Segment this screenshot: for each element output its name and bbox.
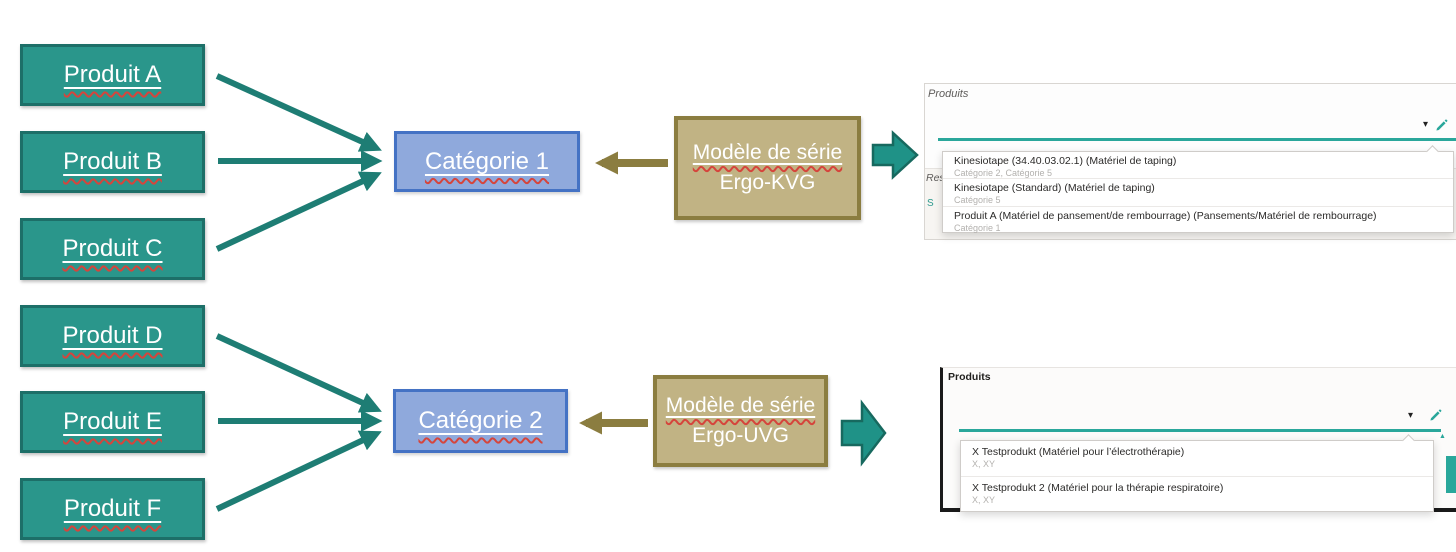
product-label: Produit C	[62, 235, 163, 262]
hidden-content-fragment: S	[927, 198, 934, 209]
spellcheck-underline: Catégorie 2	[418, 407, 542, 435]
product-label: Produit A	[63, 61, 162, 88]
product-label: Produit F	[63, 495, 162, 522]
arrow-produit-d	[215, 333, 382, 413]
model-label-line1: Modèle de série	[665, 393, 816, 417]
product-box-c: Produit C	[20, 218, 205, 280]
option-title: Kinesiotape (34.40.03.02.1) (Matériel de…	[954, 155, 1177, 167]
option-title: Kinesiotape (Standard) (Matériel de tapi…	[954, 182, 1155, 195]
product-label: Produit B	[63, 148, 162, 175]
model-box-ergo-kvg: Modèle de série Ergo-KVG	[674, 116, 861, 220]
spellcheck-underline: Produit F	[64, 495, 161, 523]
product-box-f: Produit F	[20, 478, 205, 540]
produits-field-label: Produits	[948, 371, 991, 383]
category-label: Catégorie 2	[418, 407, 543, 434]
block-arrow-to-panel2	[840, 399, 887, 467]
product-box-e: Produit E	[20, 391, 205, 453]
option-subtitle: Catégorie 5	[954, 195, 1001, 206]
produits-dropdown-1: Kinesiotape (34.40.03.02.1) (Matériel de…	[942, 145, 1454, 234]
block-arrow-to-panel1	[871, 130, 919, 180]
option-subtitle: Catégorie 2, Catégorie 5	[954, 168, 1053, 178]
product-to-category-arrows	[215, 73, 383, 512]
model-to-category-arrows	[579, 151, 668, 435]
category-box-1: Catégorie 1	[394, 131, 580, 192]
produits-input-underline-1[interactable]	[938, 138, 1456, 141]
produits-dropdown-2: X Testprodukt (Matériel pour l’électroth…	[960, 434, 1434, 513]
spellcheck-underline: Produit A	[64, 61, 161, 89]
dropdown-option[interactable]: Produit A (Matériel de pansement/de remb…	[943, 207, 1453, 234]
edit-pencil-icon[interactable]	[1434, 117, 1448, 131]
option-title: X Testprodukt (Matériel pour l’électroth…	[972, 446, 1185, 458]
model-box-ergo-uvg: Modèle de série Ergo-UVG	[653, 375, 828, 467]
arrow-produit-c	[215, 171, 382, 252]
arrow-produit-f	[215, 430, 382, 512]
option-subtitle: Catégorie 1	[954, 222, 1001, 233]
scroll-up-icon[interactable]: ▲	[1439, 433, 1446, 440]
spellcheck-underline: Produit D	[62, 322, 162, 350]
option-subtitle: X, XY	[972, 495, 996, 505]
spellcheck-underline: Produit C	[62, 235, 162, 263]
product-label: Produit E	[63, 408, 162, 435]
category-label: Catégorie 1	[424, 147, 550, 175]
product-box-a: Produit A	[20, 44, 205, 106]
product-box-b: Produit B	[20, 131, 205, 193]
spellcheck-underline: Produit E	[63, 408, 162, 436]
spellcheck-underline: Modèle de série	[693, 138, 842, 168]
spellcheck-underline: Modèle de série	[666, 391, 815, 421]
product-box-d: Produit D	[20, 305, 205, 367]
edit-pencil-icon[interactable]	[1428, 407, 1442, 421]
dropdown-caret-icon[interactable]: ▾	[1423, 119, 1429, 130]
dropdown-option[interactable]: X Testprodukt 2 (Matériel pour la thérap…	[961, 477, 1433, 513]
teal-button-partial[interactable]	[1446, 456, 1456, 493]
dropdown-caret-icon[interactable]: ▾	[1408, 410, 1414, 421]
spellcheck-underline: Produit B	[63, 148, 162, 176]
option-title: X Testprodukt 2 (Matériel pour la thérap…	[972, 482, 1224, 494]
model-label-line2: Ergo-UVG	[692, 424, 789, 447]
ressources-label-partial: Ress	[926, 172, 942, 184]
option-subtitle: X, XY	[972, 459, 996, 469]
dropdown-option[interactable]: X Testprodukt (Matériel pour l’électroth…	[961, 441, 1433, 477]
category-box-2: Catégorie 2	[393, 389, 568, 453]
produits-input-underline-2[interactable]	[959, 429, 1441, 432]
product-label: Produit D	[62, 322, 163, 349]
produits-field-label: Produits	[928, 88, 969, 100]
spellcheck-underline: Catégorie 1	[425, 148, 549, 176]
dropdown-option[interactable]: Kinesiotape (34.40.03.02.1) (Matériel de…	[943, 152, 1453, 180]
option-title: Produit A (Matériel de pansement/de remb…	[954, 209, 1377, 222]
model-label-line2: Ergo-KVG	[719, 171, 816, 194]
dropdown-option[interactable]: Kinesiotape (Standard) (Matériel de tapi…	[943, 179, 1453, 207]
arrow-produit-a	[215, 73, 382, 152]
model-label-line1: Modèle de série	[692, 140, 843, 164]
